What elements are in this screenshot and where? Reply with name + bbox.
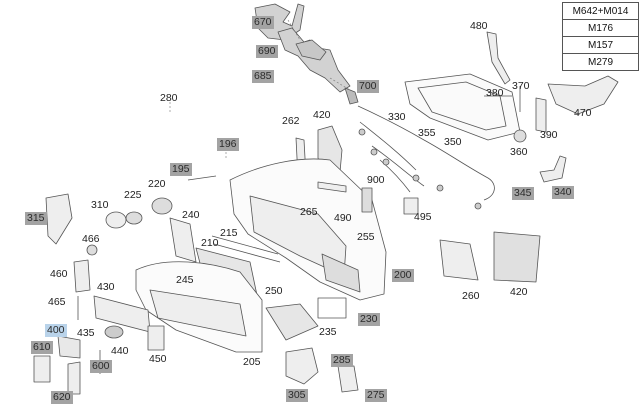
callout-315[interactable]: 315 [25,212,47,225]
callout-400[interactable]: 400 [45,324,67,337]
callout-465[interactable]: 465 [48,296,66,308]
callout-420[interactable]: 420 [313,109,331,121]
callout-490[interactable]: 490 [334,212,352,224]
callout-275[interactable]: 275 [365,389,387,402]
callout-220[interactable]: 220 [148,178,166,190]
callout-305[interactable]: 305 [286,389,308,402]
callout-215[interactable]: 215 [220,227,238,239]
callout-235[interactable]: 235 [319,326,337,338]
callout-330[interactable]: 330 [388,111,406,123]
callout-610[interactable]: 610 [31,341,53,354]
callout-620[interactable]: 620 [51,391,73,404]
callout-470[interactable]: 470 [574,107,592,119]
variant-row: M176 [562,19,639,37]
callout-350[interactable]: 350 [444,136,462,148]
callout-240[interactable]: 240 [182,209,200,221]
callout-420[interactable]: 420 [510,286,528,298]
callout-435[interactable]: 435 [77,327,95,339]
callout-900[interactable]: 900 [367,174,385,186]
callout-466[interactable]: 466 [82,233,100,245]
callout-690[interactable]: 690 [256,45,278,58]
callout-255[interactable]: 255 [357,231,375,243]
callout-196[interactable]: 196 [217,138,239,151]
callout-460[interactable]: 460 [50,268,68,280]
callout-480[interactable]: 480 [470,20,488,32]
callout-440[interactable]: 440 [111,345,129,357]
part-685-bracket [277,27,351,93]
callout-670[interactable]: 670 [252,16,274,29]
variant-cell: M279 [562,53,639,71]
variant-cell: M642+M014 [562,2,639,20]
callout-340[interactable]: 340 [552,186,574,199]
callout-370[interactable]: 370 [512,80,530,92]
callout-450[interactable]: 450 [149,353,167,365]
variant-cell: M157 [562,36,639,54]
callout-265[interactable]: 265 [300,206,318,218]
callout-195[interactable]: 195 [170,163,192,176]
variant-row: M157 [562,36,639,54]
callout-600[interactable]: 600 [90,360,112,373]
callout-280[interactable]: 280 [160,92,178,104]
callout-285[interactable]: 285 [331,354,353,367]
engine-variant-table: M642+M014 M176 M157 M279 [562,2,639,71]
callout-345[interactable]: 345 [512,187,534,200]
callout-495[interactable]: 495 [414,211,432,223]
callout-430[interactable]: 430 [97,281,115,293]
callout-390[interactable]: 390 [540,129,558,141]
callout-245[interactable]: 245 [176,274,194,286]
callout-260[interactable]: 260 [462,290,480,302]
callout-380[interactable]: 380 [486,87,504,99]
variant-row: M279 [562,53,639,71]
callout-355[interactable]: 355 [418,127,436,139]
callout-200[interactable]: 200 [392,269,414,282]
callout-230[interactable]: 230 [358,313,380,326]
callout-262[interactable]: 262 [282,115,300,127]
callout-685[interactable]: 685 [252,70,274,83]
variant-row: M642+M014 [562,2,639,20]
callout-700[interactable]: 700 [357,80,379,93]
callout-225[interactable]: 225 [124,189,142,201]
variant-cell: M176 [562,19,639,37]
callout-210[interactable]: 210 [201,237,219,249]
callout-205[interactable]: 205 [243,356,261,368]
callout-250[interactable]: 250 [265,285,283,297]
callout-310[interactable]: 310 [91,199,109,211]
callout-360[interactable]: 360 [510,146,528,158]
